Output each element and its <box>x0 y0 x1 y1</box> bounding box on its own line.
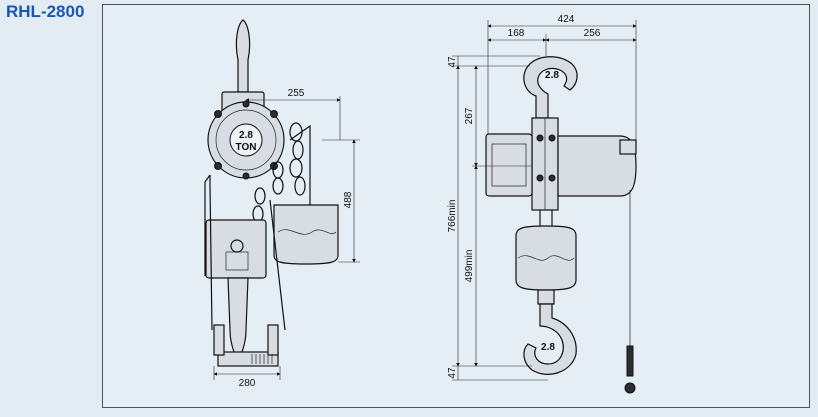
side-guide-rod <box>269 199 286 331</box>
side-base-bar <box>217 351 279 367</box>
front-chain-bucket <box>515 225 577 291</box>
dim-label-255: 255 <box>288 88 305 99</box>
model-title: RHL-2800 <box>6 2 85 21</box>
side-bolt <box>242 100 250 108</box>
front-left-motor <box>485 133 533 197</box>
side-pendant-frame <box>204 174 211 276</box>
dim-label-766min: 766min <box>447 200 458 233</box>
side-load-chain <box>252 122 306 223</box>
dim-label-256: 256 <box>584 28 601 39</box>
side-bucket-hanger <box>289 124 311 205</box>
front-valve <box>619 139 637 155</box>
side-motor-ring <box>215 109 277 171</box>
front-bottom-hook <box>523 303 577 375</box>
front-bolt <box>536 174 544 182</box>
dim-label-47-top: 47 <box>447 56 458 68</box>
dim-label-424: 424 <box>558 14 575 25</box>
front-pendant-handle[interactable] <box>626 345 634 377</box>
front-bolt <box>548 174 556 182</box>
capacity-badge-unit: TON <box>236 142 257 153</box>
dim-label-280: 280 <box>239 378 256 389</box>
front-hook-swivel <box>537 289 555 305</box>
side-block-pin <box>230 239 244 253</box>
front-bolt <box>536 134 544 142</box>
side-bolt <box>242 172 250 180</box>
capacity-badge: 2.8 TON <box>229 123 263 157</box>
side-bucket-wave <box>277 229 337 235</box>
dim-label-168: 168 <box>508 28 525 39</box>
capacity-badge-value: 2.8 <box>239 130 253 141</box>
front-top-hook-label: 2.8 <box>545 70 559 81</box>
side-top-hook <box>235 19 251 93</box>
front-bucket-wave <box>517 255 575 261</box>
side-bolt <box>214 110 222 118</box>
front-left-motor-panel <box>491 143 527 187</box>
side-bolt <box>214 162 222 170</box>
front-top-hook <box>523 56 578 119</box>
dim-label-267: 267 <box>464 107 475 124</box>
front-view: 2.8 2.8 424 168 256 <box>447 14 637 394</box>
front-pendant-knob[interactable] <box>624 382 636 394</box>
front-bolt <box>548 134 556 142</box>
side-view: 2.8 TON <box>204 19 360 389</box>
front-bottom-hook-label: 2.8 <box>541 342 555 353</box>
side-base-post <box>213 324 225 356</box>
dim-label-499min: 499min <box>464 250 475 283</box>
dim-label-488: 488 <box>343 191 354 208</box>
front-right-housing <box>557 135 637 197</box>
side-guide-rod <box>209 175 213 331</box>
side-bottom-hook <box>227 277 249 362</box>
side-bolt <box>270 110 278 118</box>
side-base-grip <box>251 354 273 364</box>
side-base-post <box>267 324 279 356</box>
dim-label-47-bottom: 47 <box>447 367 458 379</box>
